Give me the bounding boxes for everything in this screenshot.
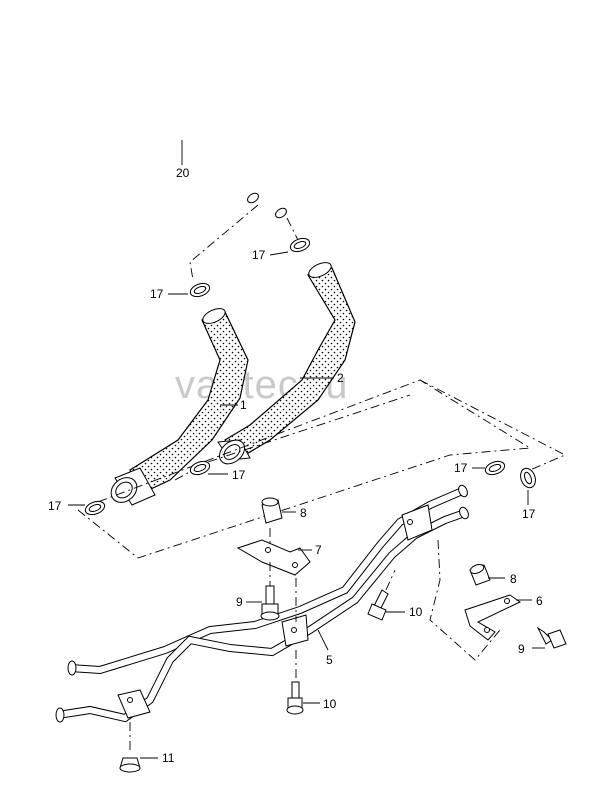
coolant-hose-1[interactable] <box>106 305 249 507</box>
nut-8[interactable] <box>261 497 283 524</box>
callout-17[interactable]: 17 <box>150 287 164 301</box>
nut-11[interactable] <box>119 757 141 773</box>
hose-clamp[interactable] <box>189 459 212 477</box>
alignment-line <box>429 539 501 661</box>
callout-7[interactable]: 7 <box>315 543 322 557</box>
callout-17[interactable]: 17 <box>252 248 266 262</box>
hose-clamp[interactable] <box>189 281 212 299</box>
callout-17[interactable]: 17 <box>454 461 468 475</box>
bolt-9[interactable] <box>536 626 567 649</box>
nut-8[interactable] <box>469 563 491 586</box>
assembly-boundary <box>77 379 532 559</box>
hose-clamp[interactable] <box>484 459 507 477</box>
callout-17[interactable]: 17 <box>48 499 62 513</box>
callout-2[interactable]: 2 <box>337 371 344 385</box>
bracket-6[interactable] <box>464 594 521 641</box>
callout-8[interactable]: 8 <box>510 572 517 586</box>
assembly-boundary <box>174 394 411 481</box>
pipe-assembly-5[interactable] <box>55 484 470 723</box>
callout-8[interactable]: 8 <box>300 506 307 520</box>
alignment-line <box>286 217 299 241</box>
hose-clamp[interactable] <box>518 466 538 490</box>
coolant-hose-2[interactable] <box>215 259 356 468</box>
alignment-line <box>189 204 259 281</box>
callout-1[interactable]: 1 <box>240 398 247 412</box>
pipe-assembly-20[interactable] <box>110 37 288 220</box>
alignment-line <box>385 569 396 591</box>
callout-9[interactable]: 9 <box>236 595 243 609</box>
callout-17[interactable]: 17 <box>522 507 536 521</box>
bolt-10[interactable] <box>367 589 389 621</box>
bolt-10[interactable] <box>286 681 304 715</box>
bracket-7[interactable] <box>236 539 311 576</box>
bolt-9[interactable] <box>260 585 280 621</box>
callout-5[interactable]: 5 <box>326 653 333 667</box>
callout-6[interactable]: 6 <box>536 594 543 608</box>
callout-10[interactable]: 10 <box>323 697 337 711</box>
callout-17[interactable]: 17 <box>232 468 246 482</box>
hose-clamp[interactable] <box>84 499 107 517</box>
callout-10[interactable]: 10 <box>409 605 423 619</box>
callout-11[interactable]: 11 <box>162 751 175 765</box>
callout-9[interactable]: 9 <box>518 642 525 656</box>
callout-20[interactable]: 20 <box>176 166 190 180</box>
hose-clamp[interactable] <box>289 236 312 254</box>
